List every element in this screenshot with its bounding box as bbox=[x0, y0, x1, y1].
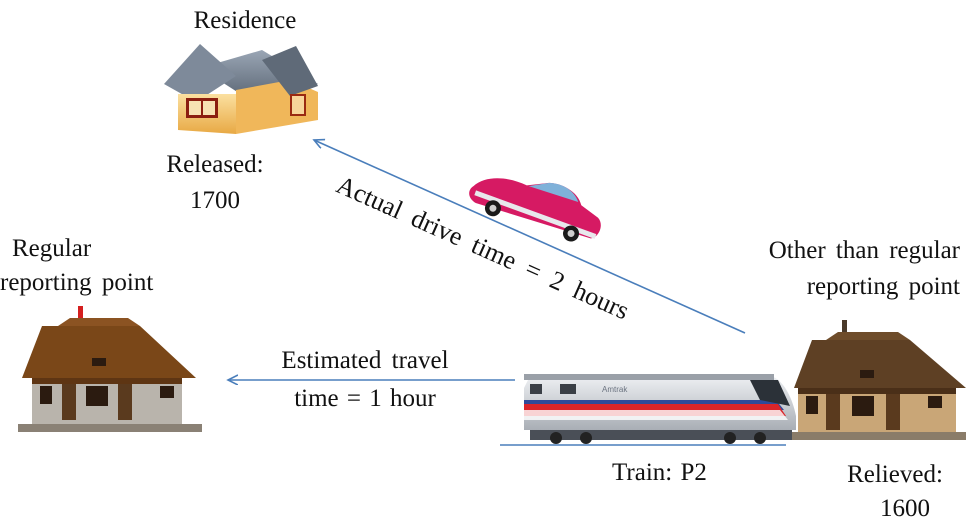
estimated-travel-line1: Estimated travel bbox=[281, 347, 449, 374]
station-icon bbox=[18, 306, 202, 432]
train-brand-text: Amtrak bbox=[602, 385, 628, 394]
relieved-label: Relieved: bbox=[847, 461, 943, 488]
other-point-line1: Other than regular bbox=[768, 237, 960, 264]
car-icon bbox=[469, 178, 601, 242]
house-icon bbox=[164, 44, 318, 134]
actual-drive-arrow bbox=[314, 140, 746, 334]
train-icon: Amtrak bbox=[524, 374, 796, 444]
regular-point-line2: reporting point bbox=[0, 269, 154, 296]
station-icon bbox=[790, 320, 966, 440]
released-label: Released: bbox=[166, 151, 264, 178]
estimated-travel-line2: time = 1 hour bbox=[294, 385, 436, 412]
released-time: 1700 bbox=[190, 187, 240, 214]
relieved-time: 1600 bbox=[880, 495, 930, 522]
other-point-line2: reporting point bbox=[806, 273, 960, 300]
train-label: Train: P2 bbox=[612, 459, 707, 486]
residence-label: Residence bbox=[193, 7, 297, 34]
regular-point-line1: Regular bbox=[12, 235, 92, 262]
